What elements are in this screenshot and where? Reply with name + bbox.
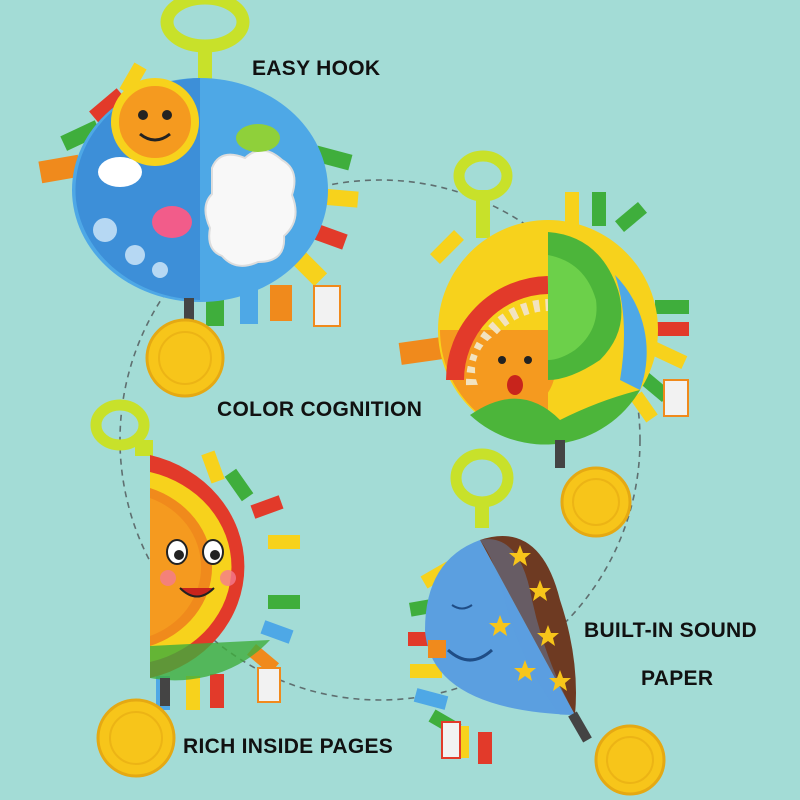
caption-rich-inside-pages: RICH INSIDE PAGES <box>183 735 394 758</box>
cloud-page <box>204 149 297 267</box>
hook-ring <box>160 0 250 53</box>
hook-ring <box>450 448 514 508</box>
hook-ring <box>90 399 150 451</box>
star-pattern <box>489 545 571 691</box>
half-sun-book <box>90 399 300 778</box>
teether <box>560 466 632 538</box>
caption-easy-hook: EASY HOOK <box>252 57 381 80</box>
caption-color-cognition: COLOR COGNITION <box>217 398 423 421</box>
green-bird <box>236 124 280 152</box>
sun-face <box>475 330 555 410</box>
caption-built-in-sound-line1: BUILT-IN SOUND <box>584 619 757 642</box>
sun-face <box>111 78 199 166</box>
teether <box>594 724 666 796</box>
ribbon-tags <box>398 192 689 423</box>
round-sun-book <box>38 0 359 398</box>
pink-bird <box>152 206 192 238</box>
caption-built-in-sound-line2: PAPER <box>641 667 714 690</box>
half-moon-book <box>408 448 666 796</box>
open-sun-book <box>398 150 689 538</box>
